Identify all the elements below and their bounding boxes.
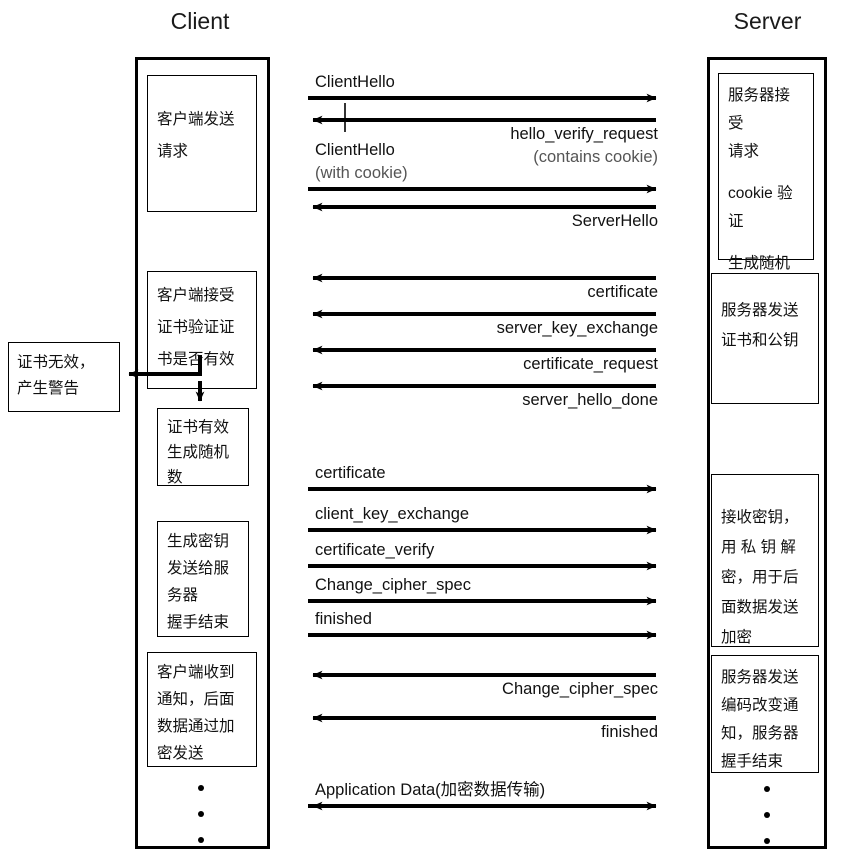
note-line: 知，服务器 [721,725,799,742]
note-line: 发送给服 [167,560,230,577]
note-line: 数据通过加 [157,718,235,735]
note-line: 用 私 钥 解 [721,539,796,556]
label-msg-certificate-down-text: certificate [587,283,658,301]
note-line: 编码改变通 [721,697,799,714]
label-msg-change-cipher-up-text: Change_cipher_spec [315,576,471,594]
label-msg-server-hello-text: ServerHello [571,212,658,230]
label-msg-server-key-exchange-text: server_key_exchange [496,319,658,337]
label-msg-client-hello-1-text: ClientHello [315,73,395,91]
server-ellipsis [760,786,774,861]
note-line: 握手结束 [721,753,784,770]
note-line: 密发送 [157,745,204,762]
label-msg-hello-verify-request-text: hello_verify_request [510,125,658,143]
client-note-client-notified: 客户端收到通知，后面数据通过加密发送 [147,652,257,767]
label-msg-finished-up-text: finished [315,610,372,628]
note-line: 客户端发送 [157,111,235,128]
note-line: 服务器接受 [728,87,791,132]
label-msg-client-hello-1: ClientHello [315,71,660,94]
label-msg-server-hello-done: server_hello_done [310,389,658,412]
note-line: 证书无效， [17,354,95,371]
note-line: 生成密钥 [167,533,230,550]
note-line: 生成随机 [167,444,230,461]
note-line: 面数据发送 [721,599,799,616]
label-msg-hello-verify-request-subtext: (contains cookie) [533,148,658,166]
label-msg-finished-down-text: finished [601,723,658,741]
label-msg-change-cipher-down: Change_cipher_spec [310,678,658,701]
label-msg-application-data-text: Application Data(加密数据传输) [315,781,546,799]
label-msg-certificate-up-text: certificate [315,464,386,482]
label-msg-change-cipher-up: Change_cipher_spec [315,574,660,597]
label-msg-client-key-exchange: client_key_exchange [315,503,660,526]
label-msg-certificate-verify-text: certificate_verify [315,541,435,559]
label-msg-server-hello-done-text: server_hello_done [522,391,658,409]
note-line: cookie 验证 [728,185,793,230]
label-msg-hello-verify-request: hello_verify_request (contains cookie) [310,123,658,169]
label-msg-certificate-request-text: certificate_request [523,355,658,373]
cert-invalid-branch-arrows [128,355,205,402]
page-title-server: Server [733,8,802,34]
label-msg-certificate-verify: certificate_verify [315,539,660,562]
note-line: 握手结束 [167,614,230,631]
note-line: 通知，后面 [157,691,235,708]
note-line: 客户端接受 [157,287,235,304]
note-line: 密，用于后 [721,569,799,586]
label-msg-certificate-up: certificate [315,462,660,485]
client-note-gen-key-send: 生成密钥发送给服务器握手结束 [157,521,249,637]
label-msg-client-key-exchange-text: client_key_exchange [315,505,470,523]
cert-invalid-alert-box: 证书无效， 产生警告 [8,342,120,412]
note-line: 证书和公钥 [721,332,799,349]
label-msg-finished-up: finished [315,608,660,631]
label-msg-change-cipher-down-text: Change_cipher_spec [502,680,658,698]
label-msg-client-hello-cookie: ClientHello (with cookie) [315,139,660,185]
note-line: 书是否有效 [157,351,235,368]
note-line: 产生警告 [17,380,80,397]
note-line: 请求 [728,143,760,160]
client-note-client-send-request: 客户端发送请求 [147,75,257,212]
note-line: 证书有效 [167,419,230,436]
label-msg-application-data: Application Data(加密数据传输) [315,779,660,802]
note-line: 证书验证证 [157,319,235,336]
note-line: 接收密钥， [721,509,799,526]
note-line: 加密 [721,629,753,646]
label-msg-certificate-request: certificate_request [310,353,658,376]
label-msg-finished-down: finished [310,721,658,744]
server-note-server-recv-key: 接收密钥， 用 私 钥 解密，用于后面数据发送加密 [711,474,819,647]
note-line: 请求 [157,143,189,160]
label-msg-client-hello-cookie-text: ClientHello [315,141,395,159]
note-line: 客户端收到 [157,664,235,681]
client-ellipsis [194,785,208,861]
label-msg-server-hello: ServerHello [310,210,658,233]
page-title-client: Client [170,8,230,34]
server-note-server-cipher-change: 服务器发送编码改变通知，服务器握手结束 [711,655,819,773]
server-note-server-send-cert: 服务器发送证书和公钥 [711,273,819,404]
note-line: 服务器发送 [721,302,799,319]
label-msg-client-hello-cookie-subtext: (with cookie) [315,164,408,182]
note-line: 务器 [167,587,199,604]
note-line: 服务器发送 [721,669,799,686]
label-msg-certificate-down: certificate [310,281,658,304]
note-line: 数 [167,469,183,486]
label-msg-server-key-exchange: server_key_exchange [310,317,658,340]
client-note-cert-valid-random: 证书有效生成随机数 [157,408,249,486]
